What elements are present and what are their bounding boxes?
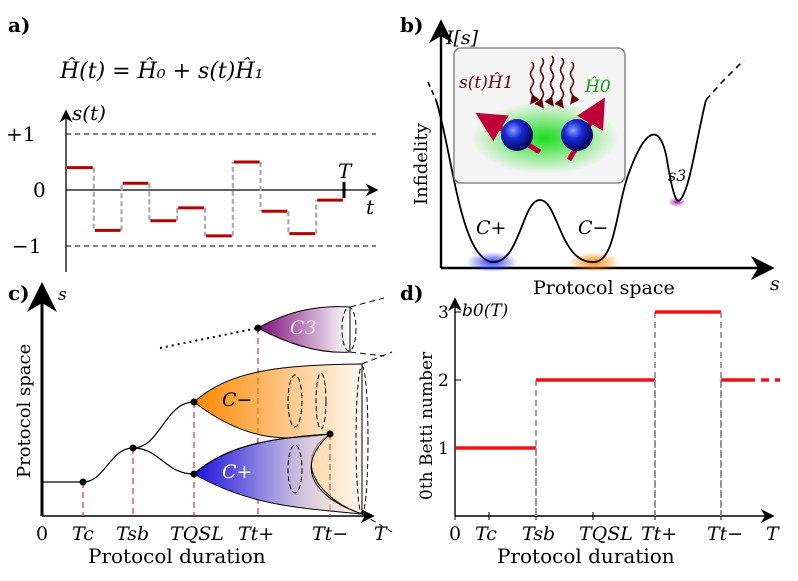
c-tick-Tsb: Tsb: [116, 523, 149, 545]
c-tick-Tc: Tc: [72, 523, 94, 545]
panel-a-t-label: t: [366, 195, 375, 219]
c-plus-cross-section: [287, 444, 303, 494]
protocol-space-axis-title: Protocol space: [14, 344, 35, 478]
trunk-upper-path: [42, 401, 195, 483]
panel-b: b) I[s] Infidelity Protocol space s C+ C…: [400, 13, 780, 299]
qubit-right-sphere: [561, 119, 593, 151]
panel-c-x-label: T: [374, 523, 388, 545]
y-tick-label: 1: [438, 439, 449, 459]
infidelity-landscape-curve: [435, 99, 707, 263]
c-minus-branch-label: C−: [222, 389, 252, 411]
x-tick-label: TQSL: [579, 523, 633, 545]
merged-extension-bottom: [361, 513, 393, 533]
h0-label: Ĥ0: [584, 76, 611, 97]
panel-a-tag: a): [8, 13, 30, 37]
panel-c-tag: c): [8, 281, 30, 305]
c3-extension-top: [349, 297, 385, 308]
c3-dotted-path: [159, 327, 259, 349]
panel-c: c) s Protocol space Protocol duration T …: [8, 281, 393, 568]
x-tick-label: Tt+: [641, 523, 677, 545]
panel-d-y-label: b0(T): [462, 301, 508, 321]
panel-d: d) b0(T) 0th Betti number Protocol durat…: [400, 281, 780, 568]
c-minus-label: C−: [578, 217, 608, 239]
tick-minus-one: −1: [12, 234, 41, 258]
x-tick-label: Tc: [475, 523, 497, 545]
protocol-step-plot: [67, 160, 343, 238]
c-minus-cross-section-2: [315, 372, 327, 430]
panel-d-x-ticks: 0 Tc Tsb TQSL Tt+ Tt−: [449, 512, 743, 545]
betti-step-plot: [455, 310, 780, 516]
panel-b-y-label: I[s]: [445, 27, 479, 49]
panel-a: a) Ĥ(t) = Ĥ₀ + s(t)Ĥ₁ s(t) +1 0 −1 t T: [6, 13, 379, 272]
c-tick-TQSL: TQSL: [170, 523, 224, 545]
panel-a-axis-label: s(t): [72, 101, 106, 125]
x-tick-label: 0: [449, 523, 461, 545]
hamiltonian-formula: Ĥ(t) = Ĥ₀ + s(t)Ĥ₁: [59, 57, 263, 84]
qubit-left-sphere: [501, 119, 533, 151]
c-minus-cross-section: [287, 374, 303, 428]
panel-a-T-label: T: [338, 159, 353, 183]
panel-b-x-label: s: [770, 273, 780, 295]
panel-d-tag: d): [400, 281, 423, 305]
infidelity-axis-title: Infidelity: [411, 122, 432, 205]
c3-branch: [256, 306, 351, 353]
c3-extension-bottom: [349, 351, 385, 357]
c-plus-branch-label: C+: [222, 461, 252, 483]
s3-glow: [668, 197, 686, 207]
panel-b-x-axis-title: Protocol space: [533, 277, 675, 299]
panel-c-y-label: s: [58, 285, 67, 305]
landscape-dashed-right: [705, 59, 745, 101]
c-minus-branch: [193, 363, 363, 515]
landscape-dashed-left: [427, 81, 437, 101]
x-tick-label: Tt−: [707, 523, 743, 545]
panel-d-y-ticks: 1 2 3: [438, 303, 461, 459]
panel-d-x-axis-title: Protocol duration: [497, 544, 675, 568]
merged-extension-top: [361, 351, 393, 365]
betti-axis-title: 0th Betti number: [417, 351, 437, 500]
y-tick-label: 3: [438, 303, 449, 323]
c-tick-Tt-plus: Tt+: [238, 523, 274, 545]
c-tick-0: 0: [36, 523, 48, 545]
c-plus-label: C+: [476, 217, 506, 239]
panel-c-x-axis-title: Protocol duration: [88, 544, 266, 568]
y-tick-label: 2: [438, 371, 449, 391]
drive-wavy-arrows: [529, 55, 580, 109]
panel-d-x-label: T: [766, 523, 780, 545]
tick-plus-one: +1: [6, 122, 35, 146]
trunk-lower-path: [132, 447, 195, 475]
panel-b-tag: b): [400, 13, 423, 37]
c-plus-top-edge: [193, 433, 331, 475]
qubit-inset: s(t)Ĥ1 Ĥ0: [453, 47, 626, 184]
c3-cross-section: [341, 306, 357, 352]
c-tick-Tt-minus: Tt−: [312, 523, 348, 545]
c3-label: C3: [290, 317, 317, 339]
drive-term-label: s(t)Ĥ1: [459, 72, 513, 93]
s3-label: s3: [668, 166, 686, 185]
tick-zero: 0: [33, 178, 46, 202]
bifurcation-points: [79, 324, 334, 486]
x-tick-label: Tsb: [522, 523, 555, 545]
